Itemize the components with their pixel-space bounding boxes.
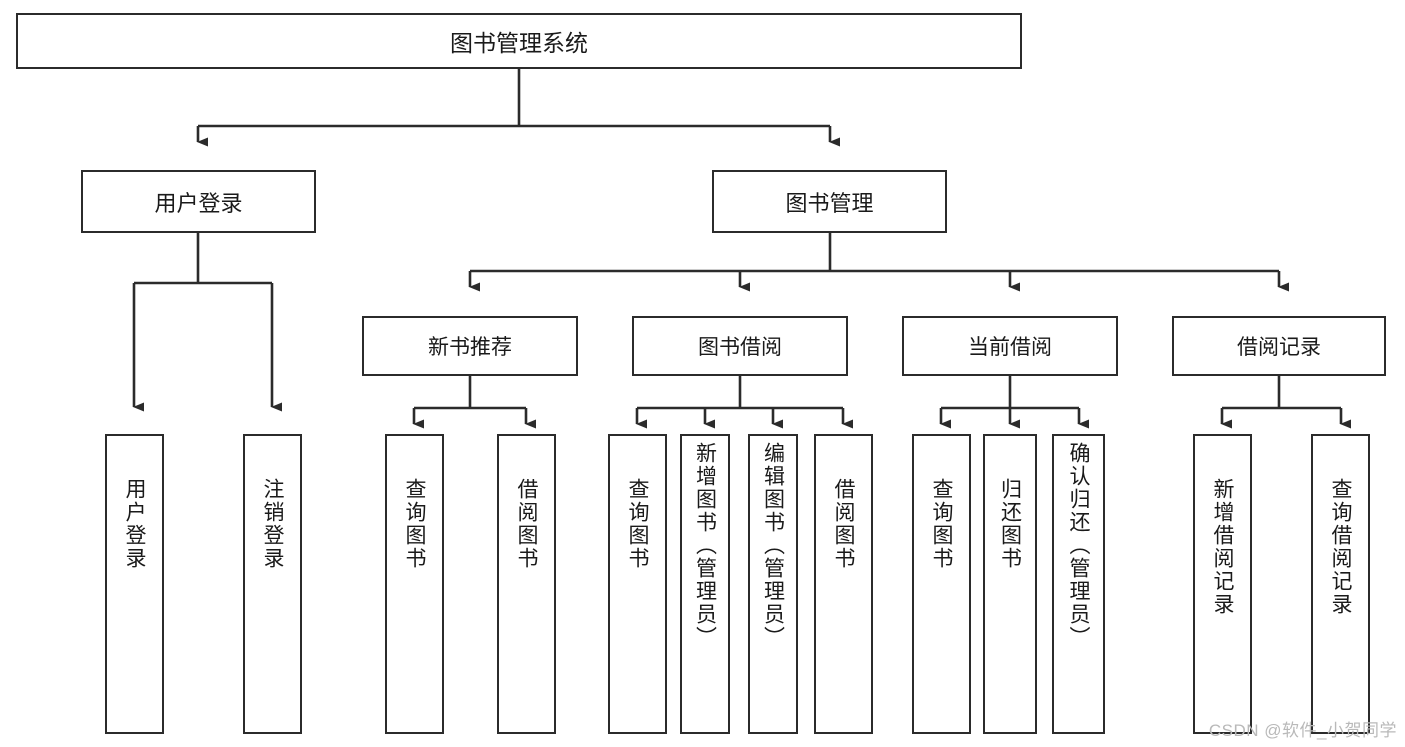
node-book-management[interactable]: 图书管理	[712, 170, 947, 233]
node-label: 用户登录	[123, 478, 146, 570]
node-label: 查询借阅记录	[1329, 478, 1352, 616]
node-label: 当前借阅	[968, 336, 1052, 359]
node-label: 新增图书（管理员）	[693, 442, 717, 649]
node-leaf-query-borrow-record[interactable]: 查询借阅记录	[1311, 434, 1370, 734]
node-leaf-add-book-admin[interactable]: 新增图书（管理员）	[680, 434, 730, 734]
node-root-book-management-system[interactable]: 图书管理系统	[16, 13, 1022, 69]
node-label: 查询图书	[403, 478, 426, 570]
node-leaf-query-book-recommend[interactable]: 查询图书	[385, 434, 444, 734]
node-user-login[interactable]: 用户登录	[81, 170, 316, 233]
node-label: 注销登录	[261, 478, 284, 570]
node-leaf-user-login[interactable]: 用户登录	[105, 434, 164, 734]
node-label: 图书借阅	[698, 336, 782, 359]
node-label: 归还图书	[998, 478, 1022, 570]
node-leaf-borrow-book-recommend[interactable]: 借阅图书	[497, 434, 556, 734]
node-label: 查询图书	[626, 478, 649, 570]
node-label: 用户登录	[154, 190, 243, 216]
node-label: 编辑图书（管理员）	[761, 442, 785, 649]
node-leaf-query-book-current[interactable]: 查询图书	[912, 434, 971, 734]
node-leaf-confirm-return-admin[interactable]: 确认归还（管理员）	[1052, 434, 1105, 734]
node-label: 查询图书	[930, 478, 953, 570]
node-label: 借阅图书	[832, 478, 855, 570]
node-borrow-record[interactable]: 借阅记录	[1172, 316, 1386, 376]
node-leaf-return-book[interactable]: 归还图书	[983, 434, 1037, 734]
node-book-borrow[interactable]: 图书借阅	[632, 316, 848, 376]
node-leaf-logout-login[interactable]: 注销登录	[243, 434, 302, 734]
node-label: 借阅图书	[515, 478, 538, 570]
node-leaf-add-borrow-record[interactable]: 新增借阅记录	[1193, 434, 1252, 734]
node-label: 新增借阅记录	[1211, 478, 1234, 616]
node-leaf-borrow-book-borrow[interactable]: 借阅图书	[814, 434, 873, 734]
node-new-book-recommend[interactable]: 新书推荐	[362, 316, 578, 376]
node-label: 图书管理系统	[450, 30, 588, 56]
watermark-text: CSDN @软件_小贺同学	[1208, 721, 1397, 740]
node-leaf-edit-book-admin[interactable]: 编辑图书（管理员）	[748, 434, 798, 734]
node-label: 新书推荐	[428, 336, 512, 359]
node-label: 借阅记录	[1237, 336, 1321, 359]
node-leaf-query-book-borrow[interactable]: 查询图书	[608, 434, 667, 734]
node-current-borrow[interactable]: 当前借阅	[902, 316, 1118, 376]
node-label: 图书管理	[785, 190, 874, 216]
node-label: 确认归还（管理员）	[1067, 442, 1090, 649]
